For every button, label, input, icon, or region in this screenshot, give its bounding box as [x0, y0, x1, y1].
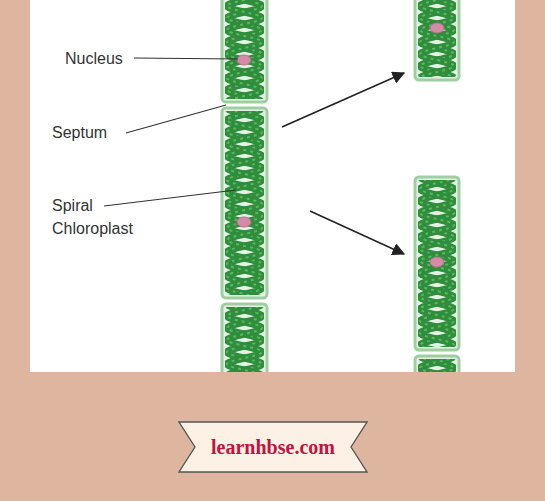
leader-line [126, 105, 226, 133]
chloroplast-band [420, 359, 454, 372]
part-label: Spiral Chloroplast [52, 194, 144, 240]
part-label: Septum [52, 121, 122, 144]
spiral-chloroplast [227, 0, 262, 99]
chloroplast-pyrenoids [420, 359, 454, 372]
banner-ribbon: learnhbse.com [178, 421, 368, 473]
chloroplast-pyrenoids [227, 307, 262, 372]
chloroplast-pyrenoids [227, 111, 262, 295]
leader-line [134, 58, 238, 59]
nucleus [237, 217, 251, 227]
banner-text: learnhbse.com [211, 436, 335, 459]
cell [222, 280, 267, 372]
chloroplast-band [420, 180, 454, 347]
spiral-chloroplast [227, 307, 262, 372]
chloroplast-pyrenoids [227, 0, 262, 99]
spiral-chloroplast [420, 0, 454, 77]
cell [415, 153, 459, 369]
part-label: Nucleus [65, 47, 135, 70]
chloroplast-pyrenoids [420, 0, 454, 77]
spiral-chloroplast [420, 180, 454, 347]
division-arrows [282, 73, 404, 254]
arrow [282, 73, 404, 127]
arrow [310, 211, 404, 254]
chloroplast-band [420, 0, 454, 77]
chloroplast-pyrenoids [420, 0, 454, 77]
leader-lines [104, 58, 238, 206]
chloroplast-band [227, 307, 262, 372]
nucleus [430, 23, 444, 33]
leader-line [104, 190, 236, 206]
chloroplast-band [420, 180, 454, 347]
chloroplast-band [420, 359, 454, 372]
chloroplast-band [227, 0, 262, 99]
ribbon-shape [179, 422, 367, 472]
cell [222, 84, 267, 312]
chloroplast-pyrenoids [227, 111, 262, 295]
nucleus [430, 257, 444, 267]
spiral-chloroplast [420, 359, 454, 372]
cell [415, 332, 459, 372]
filament-cells [222, 0, 459, 372]
cell [415, 0, 459, 102]
chloroplast-band [227, 111, 262, 295]
chloroplast-band [420, 0, 454, 77]
spiral-chloroplast [227, 111, 262, 295]
chloroplast-band [227, 111, 262, 295]
chloroplast-band [227, 0, 262, 99]
chloroplast-pyrenoids [227, 307, 262, 372]
nucleus [237, 55, 251, 65]
chloroplast-pyrenoids [420, 359, 454, 372]
chloroplast-pyrenoids [420, 180, 454, 347]
chloroplast-band [227, 307, 262, 372]
chloroplast-pyrenoids [420, 180, 454, 347]
chloroplast-pyrenoids [227, 0, 262, 99]
